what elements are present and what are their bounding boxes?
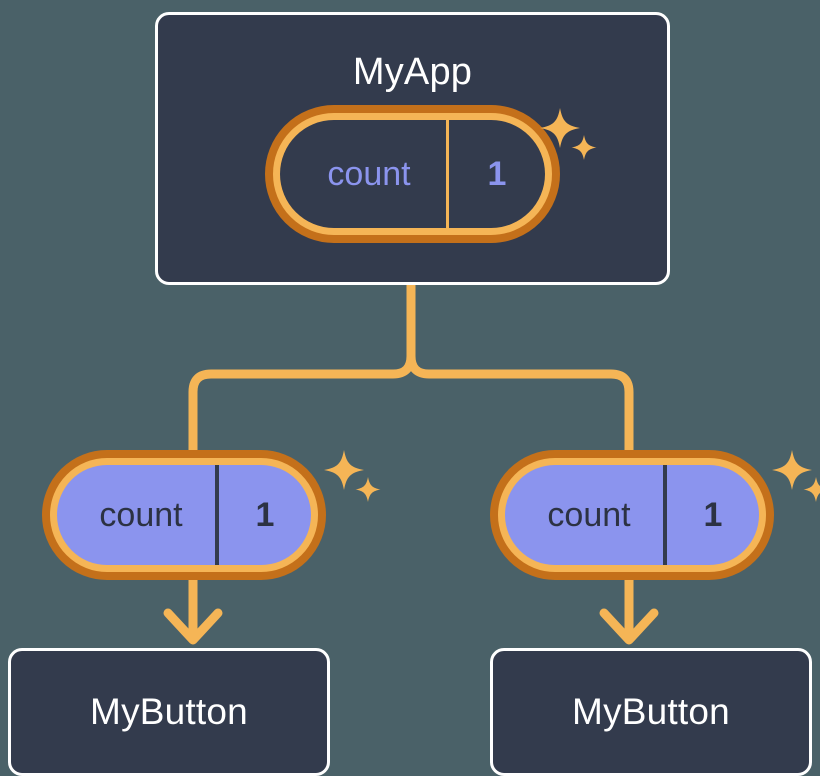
arrow-right-signal-to-mybutton: [604, 578, 654, 640]
component-card-mybutton-right[interactable]: MyButton: [490, 648, 812, 776]
signal-pill-left[interactable]: count 1: [42, 450, 326, 580]
sparkle-small-icon: [804, 477, 820, 502]
signal-pill-right[interactable]: count 1: [490, 450, 774, 580]
signal-pill-body: count 1: [505, 465, 759, 565]
signal-name: count: [280, 120, 446, 228]
component-title-myapp: MyApp: [158, 51, 667, 94]
component-title-mybutton: MyButton: [11, 691, 327, 733]
sparkle-group-left-signal: [318, 442, 388, 512]
connector-myapp-to-left-signal: [193, 286, 411, 452]
sparkle-large-icon: [772, 450, 812, 490]
component-card-mybutton-left[interactable]: MyButton: [8, 648, 330, 776]
signal-pill-myapp[interactable]: count 1: [265, 105, 560, 243]
signal-name: count: [57, 465, 215, 565]
signal-value: 1: [215, 465, 311, 565]
connector-myapp-to-right-signal: [411, 286, 629, 452]
signal-pill-body: count 1: [57, 465, 311, 565]
component-title-mybutton: MyButton: [493, 691, 809, 733]
signal-value: 1: [446, 120, 545, 228]
signal-name: count: [505, 465, 663, 565]
sparkle-large-icon: [324, 450, 364, 490]
sparkle-small-icon: [356, 477, 381, 502]
arrow-left-signal-to-mybutton: [168, 578, 218, 640]
signal-pill-body: count 1: [280, 120, 545, 228]
sparkle-group-right-signal: [766, 442, 820, 512]
signal-value: 1: [663, 465, 759, 565]
